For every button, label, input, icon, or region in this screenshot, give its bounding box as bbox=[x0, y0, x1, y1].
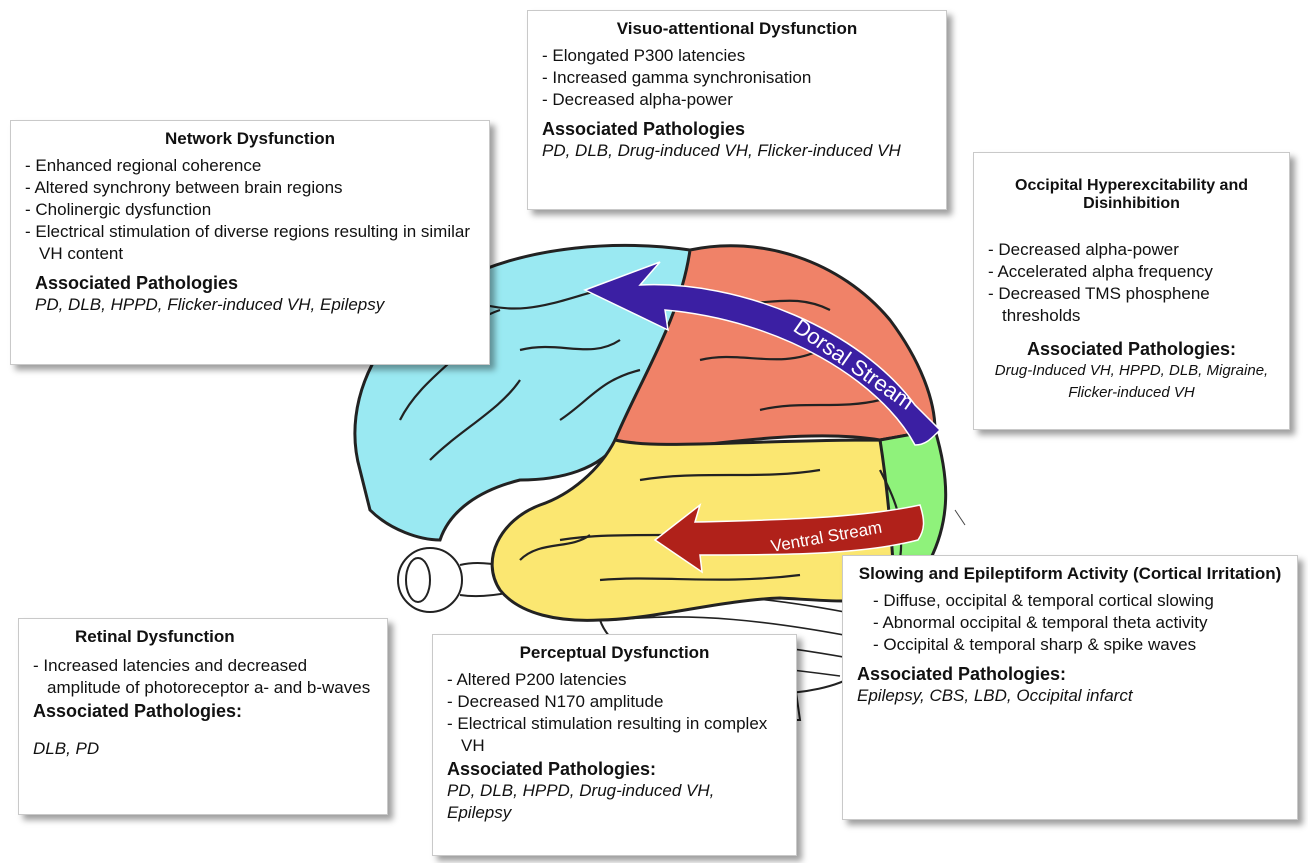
finding-item: Enhanced regional coherence bbox=[25, 155, 475, 177]
finding-item: Occipital & temporal sharp & spike waves bbox=[873, 634, 1283, 656]
perceptual-dysfunction-box: Perceptual Dysfunction Altered P200 late… bbox=[432, 634, 797, 856]
finding-item: Altered P200 latencies bbox=[447, 669, 782, 691]
finding-list: Elongated P300 latencies Increased gamma… bbox=[542, 45, 932, 111]
slowing-epileptiform-box: Slowing and Epileptiform Activity (Corti… bbox=[842, 555, 1298, 820]
occipital-hyperexcitability-box: Occipital Hyperexcitability and Disinhib… bbox=[973, 152, 1290, 430]
pathologies-text: Epilepsy, CBS, LBD, Occipital infarct bbox=[857, 686, 1133, 705]
box-title: Occipital Hyperexcitability and Disinhib… bbox=[1015, 177, 1248, 212]
pathologies-text: DLB, PD bbox=[33, 739, 100, 758]
associated-pathologies-label: Associated Pathologies: bbox=[1026, 339, 1237, 359]
associated-pathologies-label: Associated Pathologies bbox=[542, 119, 746, 139]
finding-list: Diffuse, occipital & temporal cortical s… bbox=[857, 590, 1283, 656]
finding-item: Increased latencies and decreased amplit… bbox=[33, 655, 373, 699]
finding-item: Altered synchrony between brain regions bbox=[25, 177, 475, 199]
finding-item: Decreased alpha-power bbox=[988, 239, 1275, 261]
finding-item: Elongated P300 latencies bbox=[542, 45, 932, 67]
finding-list: Enhanced regional coherence Altered sync… bbox=[25, 155, 475, 265]
box-title: Visuo-attentional Dysfunction bbox=[616, 19, 858, 38]
finding-item: Abnormal occipital & temporal theta acti… bbox=[873, 612, 1283, 634]
pathologies-text: Drug-Induced VH, HPPD, DLB, Migraine, Fl… bbox=[994, 362, 1269, 401]
box-title: Slowing and Epileptiform Activity (Corti… bbox=[858, 564, 1282, 583]
retinal-dysfunction-box: Retinal Dysfunction Increased latencies … bbox=[18, 618, 388, 815]
finding-item: Cholinergic dysfunction bbox=[25, 199, 475, 221]
finding-item: Accelerated alpha frequency bbox=[988, 261, 1275, 283]
finding-list: Altered P200 latencies Decreased N170 am… bbox=[447, 669, 782, 757]
box-title: Perceptual Dysfunction bbox=[519, 643, 710, 662]
network-dysfunction-box: Network Dysfunction Enhanced regional co… bbox=[10, 120, 490, 365]
pathologies-text: PD, DLB, Drug-induced VH, Flicker-induce… bbox=[542, 141, 901, 160]
pathologies-text: PD, DLB, HPPD, Flicker-induced VH, Epile… bbox=[35, 295, 385, 314]
finding-item: Electrical stimulation resulting in comp… bbox=[447, 713, 782, 757]
pathologies-text: PD, DLB, HPPD, Drug-induced VH, Epilepsy bbox=[447, 781, 715, 822]
associated-pathologies-label: Associated Pathologies: bbox=[857, 664, 1067, 684]
finding-item: Decreased alpha-power bbox=[542, 89, 932, 111]
associated-pathologies-label: Associated Pathologies: bbox=[33, 701, 243, 721]
box-title: Network Dysfunction bbox=[164, 129, 336, 148]
finding-list: Decreased alpha-power Accelerated alpha … bbox=[988, 239, 1275, 327]
finding-list: Increased latencies and decreased amplit… bbox=[33, 655, 373, 699]
associated-pathologies-label: Associated Pathologies: bbox=[447, 759, 657, 779]
ventral-stream-arrow: Ventral Stream bbox=[653, 502, 925, 574]
finding-item: Electrical stimulation of diverse region… bbox=[25, 221, 475, 265]
finding-item: Decreased N170 amplitude bbox=[447, 691, 782, 713]
finding-item: Decreased TMS phosphene thresholds bbox=[988, 283, 1275, 327]
finding-item: Increased gamma synchronisation bbox=[542, 67, 932, 89]
box-title: Retinal Dysfunction bbox=[75, 627, 235, 646]
finding-item: Diffuse, occipital & temporal cortical s… bbox=[873, 590, 1283, 612]
associated-pathologies-label: Associated Pathologies bbox=[35, 273, 239, 293]
visuo-attentional-box: Visuo-attentional Dysfunction Elongated … bbox=[527, 10, 947, 210]
